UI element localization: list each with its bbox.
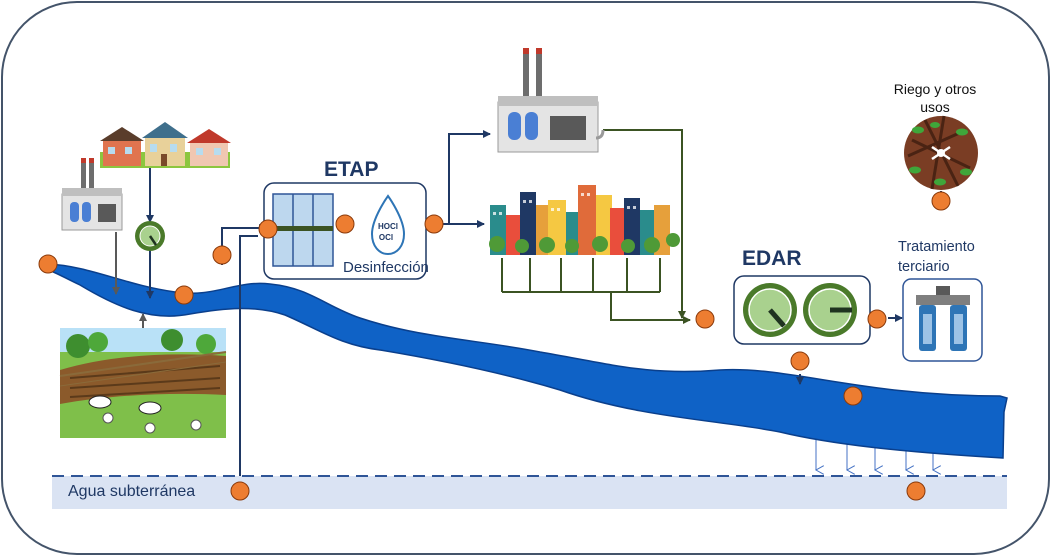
sampling-point[interactable] [931,191,951,211]
filter-icon [272,193,334,267]
farm-icon [59,328,227,438]
houses-icon [100,122,231,168]
ocl-label: OCl [379,233,393,242]
hocl-label: HOCl [378,222,398,231]
sampling-point[interactable] [906,481,926,501]
disinfection-label: Desinfección [343,259,429,276]
river [47,263,1008,459]
sampling-point[interactable] [843,386,863,406]
sampling-point[interactable] [790,351,810,371]
city-icon [489,185,680,255]
pump-icon [135,221,165,251]
sampling-point[interactable] [695,309,715,329]
flow-lines [112,129,903,476]
sampling-point[interactable] [38,254,58,274]
sampling-point[interactable] [258,219,278,239]
etap-plant: HOCl OCl [263,182,427,280]
sampling-point[interactable] [230,481,250,501]
sampling-point[interactable] [424,214,444,234]
sampling-point[interactable] [174,285,194,305]
sampling-points [38,191,951,501]
tertiary-treatment [902,278,983,362]
sampling-point[interactable] [867,309,887,329]
water-drop-icon: HOCl OCl [370,194,406,256]
treatment-plant-icon [743,283,857,337]
sampling-point[interactable] [335,214,355,234]
groundwater-zone [52,475,1007,509]
factory-icon [497,48,605,153]
irrigation-label: Riego y otros usos [893,81,977,115]
sampling-point[interactable] [212,245,232,265]
edar-plant [733,275,871,345]
etap-label: ETAP [324,158,379,181]
irrigation-icon [904,115,978,199]
groundwater-label: Agua subterránea [68,483,196,500]
factory-icon [61,158,123,231]
edar-label: EDAR [742,247,802,270]
tertiary-treatment-label: Tratamiento terciario [898,239,975,275]
cartridge-filter-icon [916,286,970,351]
